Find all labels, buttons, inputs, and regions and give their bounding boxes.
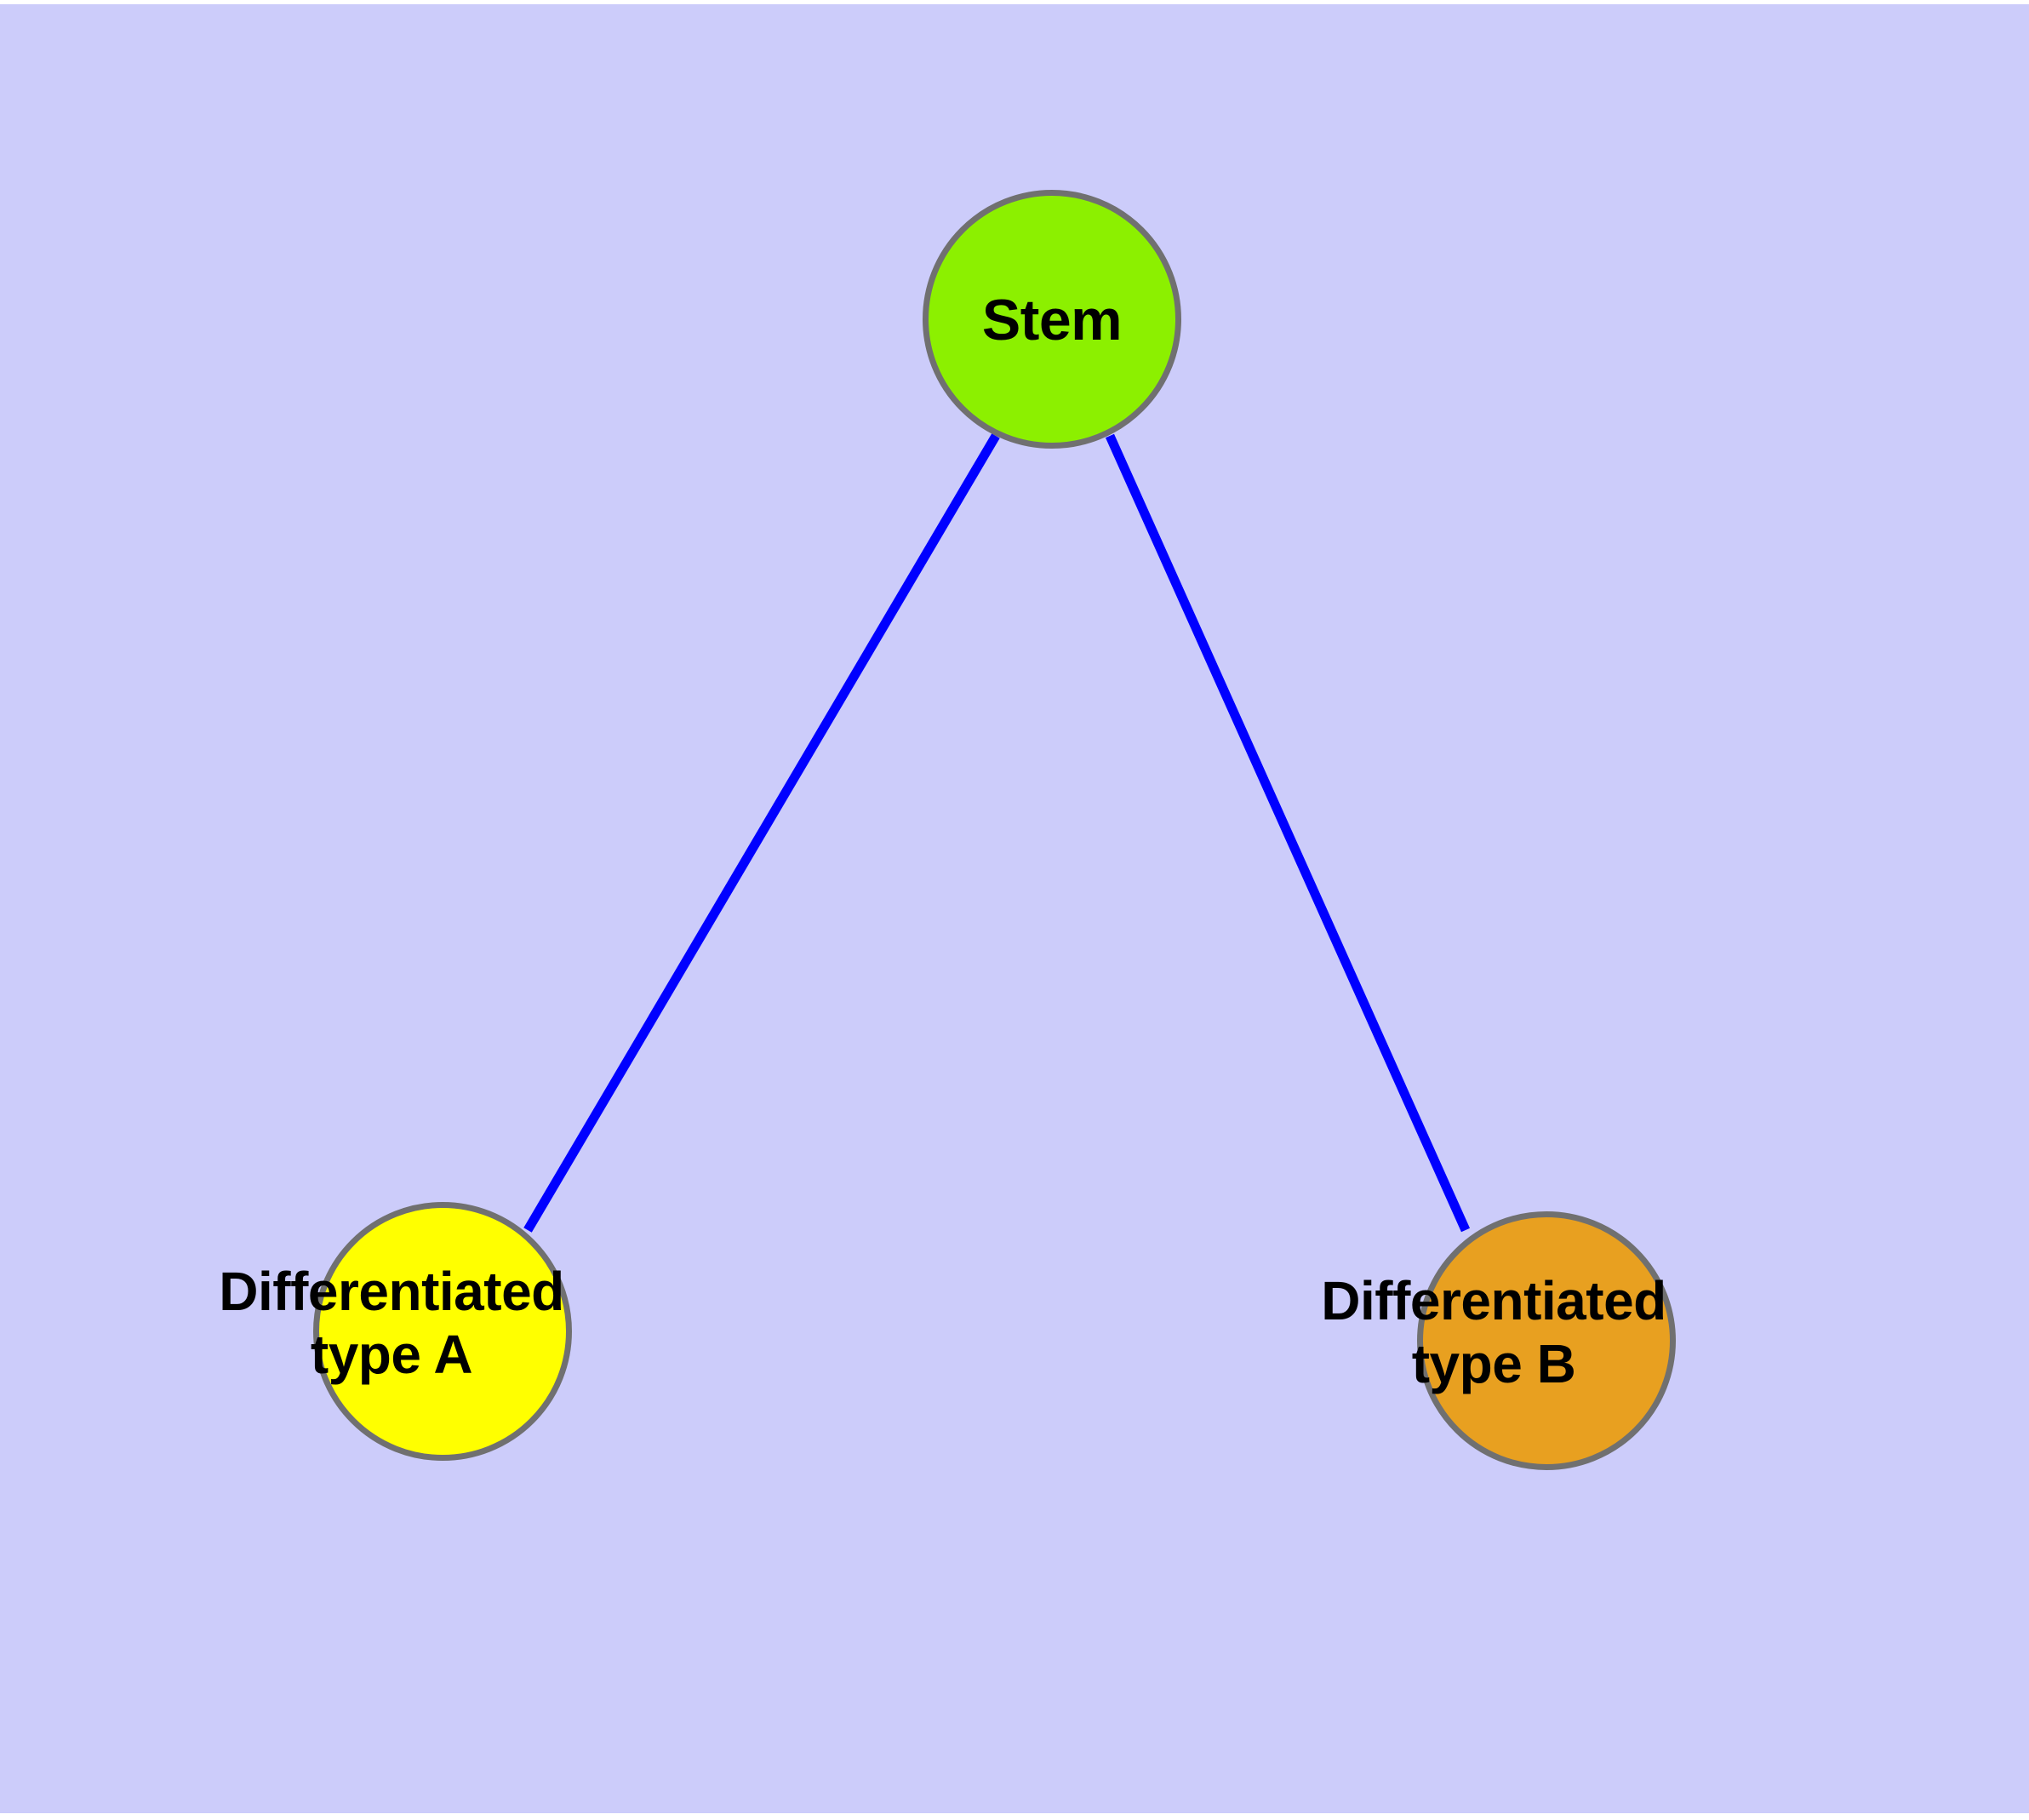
edge-stem-to-differentiated-type-a [523, 433, 1000, 1233]
node-differentiated-type-a[interactable] [313, 1202, 572, 1461]
node-label-line-2: type A [310, 1324, 473, 1386]
node-stem[interactable] [923, 190, 1181, 449]
node-differentiated-type-b[interactable] [1417, 1211, 1676, 1470]
node-label-line-1: Differentiated [219, 1261, 564, 1322]
edge-layer [523, 433, 1471, 1233]
node-label-line-2: type B [1411, 1333, 1576, 1395]
edge-stem-to-differentiated-type-b [1105, 433, 1471, 1233]
node-label-line-1: Differentiated [1321, 1270, 1666, 1331]
node-label-stem: Stem [981, 288, 1123, 352]
